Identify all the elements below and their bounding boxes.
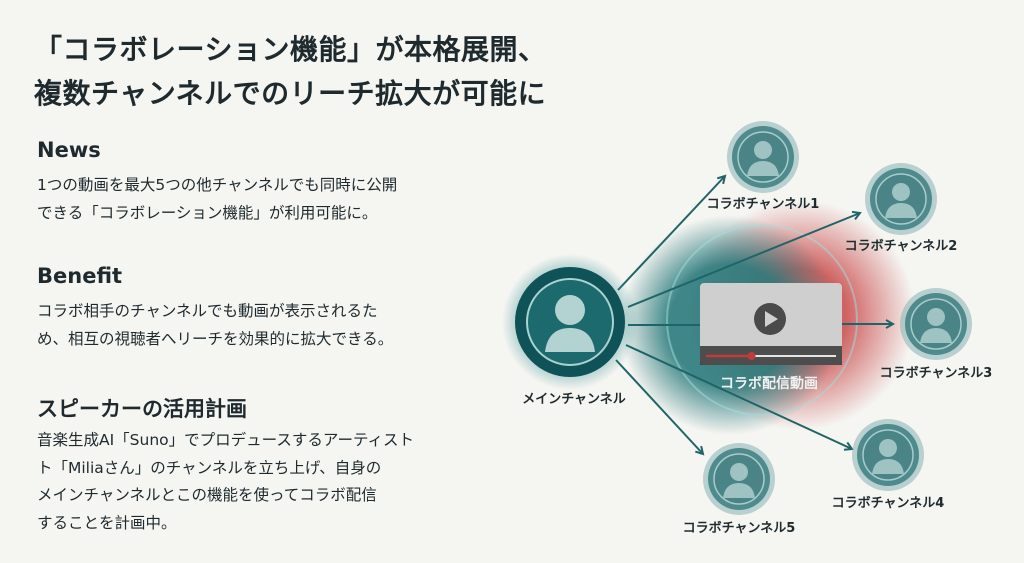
collab-channel-4-avatar[interactable] bbox=[852, 419, 924, 491]
collab-channel-5-avatar[interactable] bbox=[703, 443, 775, 515]
news-heading: News bbox=[37, 138, 101, 162]
page-title: 「コラボレーション機能」が本格展開、複数チャンネルでのリーチ拡大が可能に bbox=[34, 28, 546, 116]
collab-channel-1-avatar[interactable] bbox=[727, 121, 799, 193]
video-label: コラボ配信動画 bbox=[720, 375, 818, 392]
collab-channel-3-avatar[interactable] bbox=[900, 288, 972, 360]
title-line-2: 複数チャンネルでのリーチ拡大が可能に bbox=[34, 77, 547, 110]
glow-ring bbox=[666, 224, 858, 416]
video-card[interactable] bbox=[700, 283, 842, 365]
collab-channel-4-label: コラボチャンネル4 bbox=[832, 495, 945, 511]
collab-channel-1-label: コラボチャンネル1 bbox=[707, 196, 820, 212]
arrow-to-collab-4 bbox=[625, 344, 852, 449]
title-line-1: 「コラボレーション機能」が本格展開、 bbox=[34, 33, 547, 66]
speaker-plan-heading: スピーカーの活用計画 bbox=[37, 397, 247, 421]
collab-channel-2-avatar[interactable] bbox=[865, 163, 937, 235]
benefit-heading: Benefit bbox=[37, 264, 123, 288]
benefit-body: コラボ相手のチャンネルでも動画が表示されるため、相互の視聴者へリーチを効果的に拡… bbox=[37, 302, 394, 348]
speaker-plan-body: 音楽生成AI「Suno」でプロデュースするアーティストト「Miliaさん」のチャ… bbox=[37, 431, 415, 532]
arrow-to-collab-1 bbox=[617, 176, 725, 291]
arrow-to-collab-2 bbox=[627, 213, 860, 308]
video-progress-handle bbox=[747, 352, 756, 360]
collab-channel-5-label: コラボチャンネル5 bbox=[683, 520, 796, 536]
news-body: 1つの動画を最大5つの他チャンネルでも同時に公開できる「コラボレーション機能」が… bbox=[37, 176, 398, 222]
collab-channel-3-label: コラボチャンネル3 bbox=[880, 365, 993, 381]
main-channel-label: メインチャンネル bbox=[522, 392, 626, 407]
main-channel-avatar[interactable] bbox=[502, 254, 638, 390]
collab-channel-2-label: コラボチャンネル2 bbox=[845, 238, 958, 254]
arrow-to-collab-5 bbox=[615, 359, 703, 454]
